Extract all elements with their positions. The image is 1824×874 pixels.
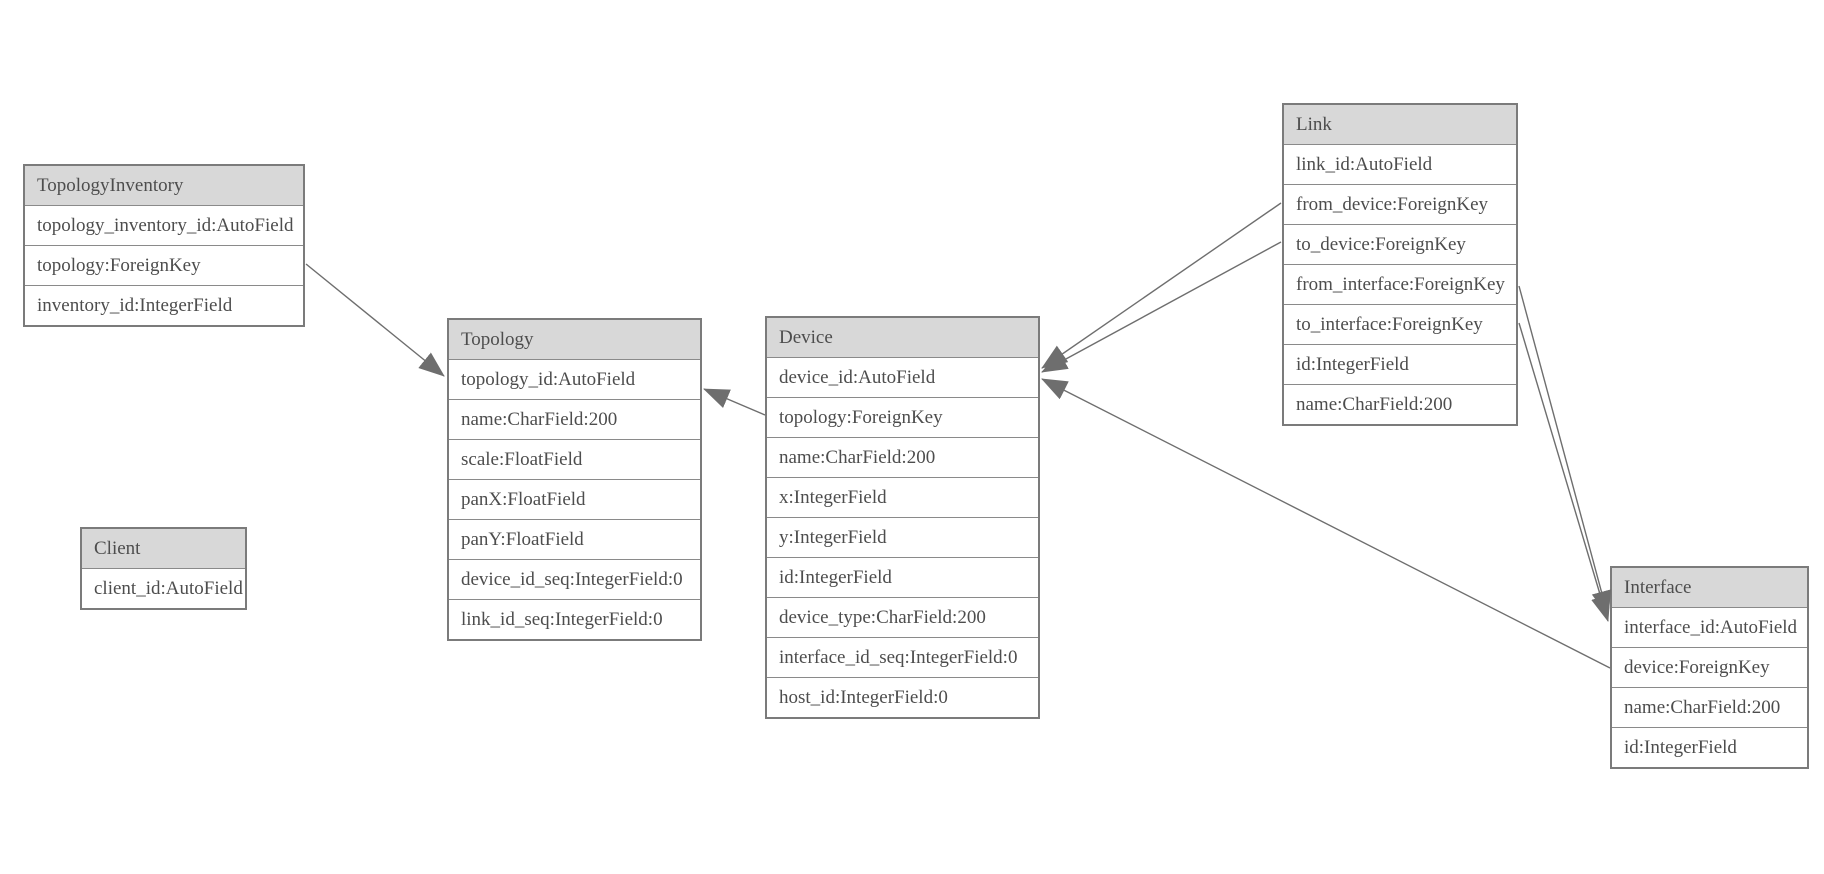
entity-field: interface_id:AutoField xyxy=(1612,608,1807,648)
edge-link-to-interface xyxy=(1518,322,1611,622)
entity-field: name:CharField:200 xyxy=(767,438,1038,478)
entity-field: from_device:ForeignKey xyxy=(1284,185,1516,225)
entity-table-topologyinventory: TopologyInventory topology_inventory_id:… xyxy=(23,164,305,327)
entity-field: id:IntegerField xyxy=(1284,345,1516,385)
entity-table-device: Device device_id:AutoField topology:Fore… xyxy=(765,316,1040,719)
entity-field: topology_inventory_id:AutoField xyxy=(25,206,303,246)
entity-field: device_id_seq:IntegerField:0 xyxy=(449,560,700,600)
entity-title: Interface xyxy=(1612,568,1807,608)
entity-table-link: Link link_id:AutoField from_device:Forei… xyxy=(1282,103,1518,426)
entity-field: host_id:IntegerField:0 xyxy=(767,678,1038,717)
entity-field: x:IntegerField xyxy=(767,478,1038,518)
entity-table-client: Client client_id:AutoField xyxy=(80,527,247,610)
entity-field: panX:FloatField xyxy=(449,480,700,520)
entity-title: TopologyInventory xyxy=(25,166,303,206)
entity-field: scale:FloatField xyxy=(449,440,700,480)
entity-field: device:ForeignKey xyxy=(1612,648,1807,688)
entity-field: id:IntegerField xyxy=(1612,728,1807,767)
entity-title: Topology xyxy=(449,320,700,360)
entity-field: panY:FloatField xyxy=(449,520,700,560)
entity-field: inventory_id:IntegerField xyxy=(25,286,303,325)
entity-field: id:IntegerField xyxy=(767,558,1038,598)
entity-field: device_id:AutoField xyxy=(767,358,1038,398)
entity-table-interface: Interface interface_id:AutoField device:… xyxy=(1610,566,1809,769)
entity-field: name:CharField:200 xyxy=(449,400,700,440)
entity-field: name:CharField:200 xyxy=(1612,688,1807,728)
edge-link-to-device xyxy=(1041,241,1282,373)
edge-topologyinventory-topology xyxy=(305,263,445,377)
entity-field: link_id_seq:IntegerField:0 xyxy=(449,600,700,639)
entity-field: topology:ForeignKey xyxy=(25,246,303,286)
entity-field: name:CharField:200 xyxy=(1284,385,1516,424)
edge-link-from-device xyxy=(1041,202,1282,369)
entity-field: to_interface:ForeignKey xyxy=(1284,305,1516,345)
entity-title: Client xyxy=(82,529,245,569)
entity-table-topology: Topology topology_id:AutoField name:Char… xyxy=(447,318,702,641)
edge-link-from-interface xyxy=(1518,285,1612,617)
entity-field: device_type:CharField:200 xyxy=(767,598,1038,638)
entity-title: Device xyxy=(767,318,1038,358)
entity-field: client_id:AutoField xyxy=(82,569,245,608)
entity-field: interface_id_seq:IntegerField:0 xyxy=(767,638,1038,678)
entity-field: y:IntegerField xyxy=(767,518,1038,558)
entity-field: from_interface:ForeignKey xyxy=(1284,265,1516,305)
entity-field: to_device:ForeignKey xyxy=(1284,225,1516,265)
entity-field: topology:ForeignKey xyxy=(767,398,1038,438)
entity-title: Link xyxy=(1284,105,1516,145)
entity-field: link_id:AutoField xyxy=(1284,145,1516,185)
entity-field: topology_id:AutoField xyxy=(449,360,700,400)
edge-device-topology xyxy=(703,388,766,416)
